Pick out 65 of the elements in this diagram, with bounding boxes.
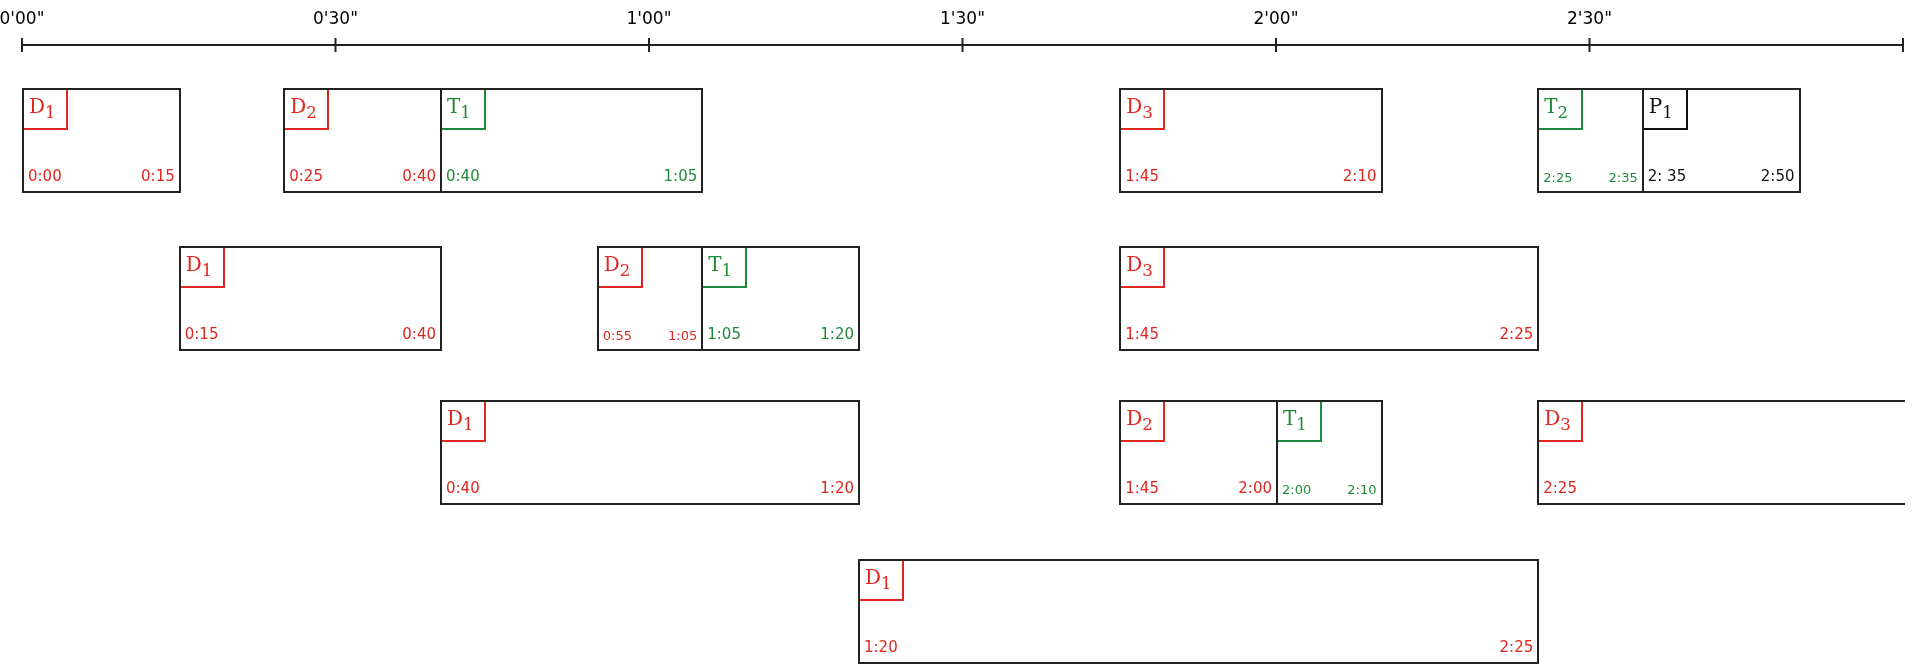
task-tag: D$_{1}$ bbox=[24, 90, 68, 130]
start-time: 0:40 bbox=[446, 167, 480, 185]
end-time: 2:25 bbox=[1499, 638, 1534, 656]
end-time: 0:40 bbox=[402, 325, 436, 343]
tick-label: 2'00" bbox=[1253, 8, 1299, 28]
task-block bbox=[1276, 400, 1383, 505]
start-time: 1:20 bbox=[864, 638, 898, 656]
task-block bbox=[1119, 246, 1540, 351]
task-tag: P$_{1}$ bbox=[1643, 90, 1688, 130]
end-time: 1:05 bbox=[668, 328, 698, 343]
end-time: 2:10 bbox=[1342, 167, 1377, 185]
start-time: 0:15 bbox=[184, 325, 219, 343]
end-time: 2:25 bbox=[1499, 325, 1534, 343]
task-tag: D$_{2}$ bbox=[1121, 402, 1166, 442]
task-block bbox=[178, 246, 442, 351]
start-time: 0:55 bbox=[602, 328, 632, 343]
start-time: 1:45 bbox=[1125, 479, 1159, 497]
start-time: 2: 35 bbox=[1647, 167, 1687, 185]
task-tag: D$_{1}$ bbox=[860, 561, 904, 601]
task-block bbox=[22, 88, 181, 193]
task-block bbox=[1537, 88, 1644, 193]
tick-label: 1'30" bbox=[940, 8, 985, 28]
task-block bbox=[440, 88, 704, 193]
end-time: 1:20 bbox=[820, 479, 854, 497]
task-tag: T$_{1}$ bbox=[442, 90, 486, 130]
start-time: 2:25 bbox=[1543, 170, 1573, 185]
end-time: 0:15 bbox=[141, 167, 175, 185]
task-tag: T$_{1}$ bbox=[1278, 402, 1322, 442]
task-block bbox=[701, 246, 860, 351]
task-block bbox=[858, 559, 1540, 664]
task-tag: D$_{2}$ bbox=[285, 90, 330, 130]
task-tag: D$_{3}$ bbox=[1539, 402, 1584, 442]
task-tag: D$_{1}$ bbox=[180, 248, 225, 288]
task-tag: D$_{3}$ bbox=[1121, 248, 1166, 288]
start-time: 0:25 bbox=[289, 167, 323, 185]
open-ended-task-block bbox=[1537, 400, 1905, 505]
end-time: 0:40 bbox=[402, 167, 436, 185]
start-time: 1:45 bbox=[1125, 325, 1159, 343]
start-time: 0:40 bbox=[446, 479, 480, 497]
task-block bbox=[596, 246, 704, 351]
tick-label: 2'30" bbox=[1567, 8, 1612, 28]
start-time: 1:45 bbox=[1125, 167, 1159, 185]
end-time: 2:50 bbox=[1760, 167, 1795, 185]
start-time: 2:25 bbox=[1543, 479, 1577, 497]
start-time: 1:05 bbox=[707, 325, 741, 343]
task-tag: D$_{2}$ bbox=[598, 248, 643, 288]
end-time: 2:10 bbox=[1347, 482, 1377, 497]
task-block bbox=[1119, 400, 1278, 505]
task-tag: D$_{1}$ bbox=[442, 402, 486, 442]
task-tag: D$_{3}$ bbox=[1121, 90, 1166, 130]
task-block bbox=[1641, 88, 1801, 193]
tick-label: 0'30" bbox=[313, 8, 358, 28]
start-time: 2:00 bbox=[1282, 482, 1312, 497]
tick-label: 1'00" bbox=[626, 8, 672, 28]
end-time: 2:35 bbox=[1608, 170, 1638, 185]
task-tag: T$_{2}$ bbox=[1539, 90, 1584, 130]
tick-label: 0'00" bbox=[0, 8, 45, 28]
end-time: 1:20 bbox=[820, 325, 854, 343]
task-block bbox=[440, 400, 860, 505]
end-time: 2:00 bbox=[1238, 479, 1272, 497]
start-time: 0:00 bbox=[28, 167, 62, 185]
end-time: 1:05 bbox=[663, 167, 698, 185]
task-block bbox=[283, 88, 442, 193]
task-block bbox=[1119, 88, 1383, 193]
task-tag: T$_{1}$ bbox=[703, 248, 748, 288]
